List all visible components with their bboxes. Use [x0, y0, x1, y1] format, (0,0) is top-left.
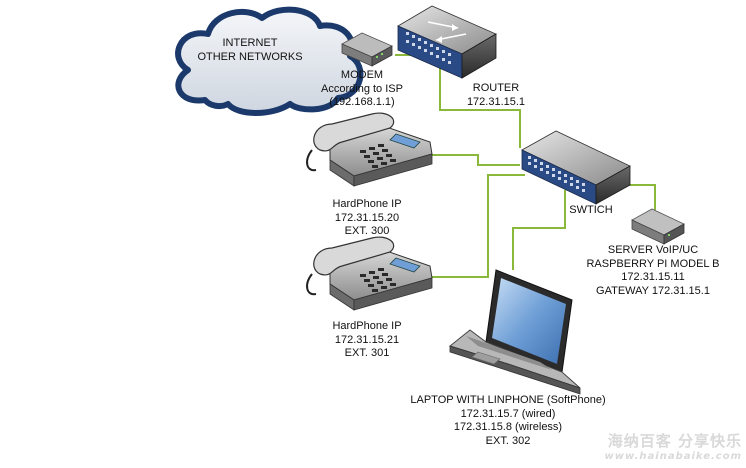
phone2-label-line: EXT. 301: [344, 347, 390, 359]
phone1-label-line: 172.31.15.20: [334, 211, 400, 224]
link-phone1-switch: [430, 154, 520, 166]
watermark-text: 海纳百客 分享快乐: [607, 432, 742, 450]
modem-label: MODEM According to ISP (192.168.1.1): [312, 69, 412, 110]
server-label-line: GATEWAY 172.31.15.1: [596, 284, 710, 297]
modem-icon: [341, 32, 393, 67]
server-label-line: SERVER VoIP/UC: [607, 244, 699, 256]
modem-label-line: MODEM: [340, 69, 384, 81]
ip-phone-icon: [306, 236, 433, 311]
laptop-icon: [448, 269, 581, 395]
ip-phone-icon: [306, 112, 433, 187]
link-phone2-switch: [430, 174, 525, 278]
link-laptop-switch: [512, 190, 566, 270]
router-label-line: 172.31.15.1: [466, 95, 526, 108]
internet-label-line: INTERNET: [222, 37, 278, 49]
phone2-label-line: HardPhone IP: [332, 320, 402, 332]
router-label: ROUTER 172.31.15.1: [450, 82, 542, 109]
modem-label-line: (192.168.1.1): [329, 96, 395, 108]
laptop-label-line: LAPTOP WITH LINPHONE (SoftPhone): [410, 394, 606, 406]
server-label-line: 172.31.15.11: [621, 271, 685, 283]
phone1-label: HardPhone IP 172.31.15.20 EXT. 300: [317, 198, 417, 239]
internet-cloud-icon: [175, 6, 364, 116]
phone2-label: HardPhone IP 172.31.15.21 EXT. 301: [317, 320, 417, 361]
laptop-label-line: 172.31.15.8 (wireless): [453, 421, 563, 433]
laptop-label: LAPTOP WITH LINPHONE (SoftPhone) 172.31.…: [393, 394, 623, 448]
watermark: 海纳百客 分享快乐 www.hainabaike.com: [605, 430, 742, 462]
server-label: SERVER VoIP/UC RASPBERRY PI MODEL B 172.…: [573, 244, 733, 298]
server-icon: [631, 208, 685, 245]
phone1-label-line: EXT. 300: [344, 225, 390, 237]
server-label-line: RASPBERRY PI MODEL B: [586, 257, 720, 270]
phone1-label-line: HardPhone IP: [332, 198, 402, 210]
laptop-label-line: EXT. 302: [485, 434, 531, 447]
internet-label-line: OTHER NETWORKS: [197, 50, 303, 63]
laptop-label-line: 172.31.15.7 (wired): [460, 407, 556, 420]
router-label-line: ROUTER: [472, 82, 520, 94]
switch-label: SWTICH: [560, 204, 622, 218]
watermark-url: www.hainabaike.com: [604, 451, 742, 462]
phone2-label-line: 172.31.15.21: [334, 333, 400, 346]
internet-label: INTERNET OTHER NETWORKS: [197, 37, 303, 64]
switch-icon: [521, 130, 631, 205]
modem-label-line: According to ISP: [321, 82, 403, 95]
router-icon: [397, 5, 497, 79]
switch-label-line: SWTICH: [569, 204, 613, 216]
